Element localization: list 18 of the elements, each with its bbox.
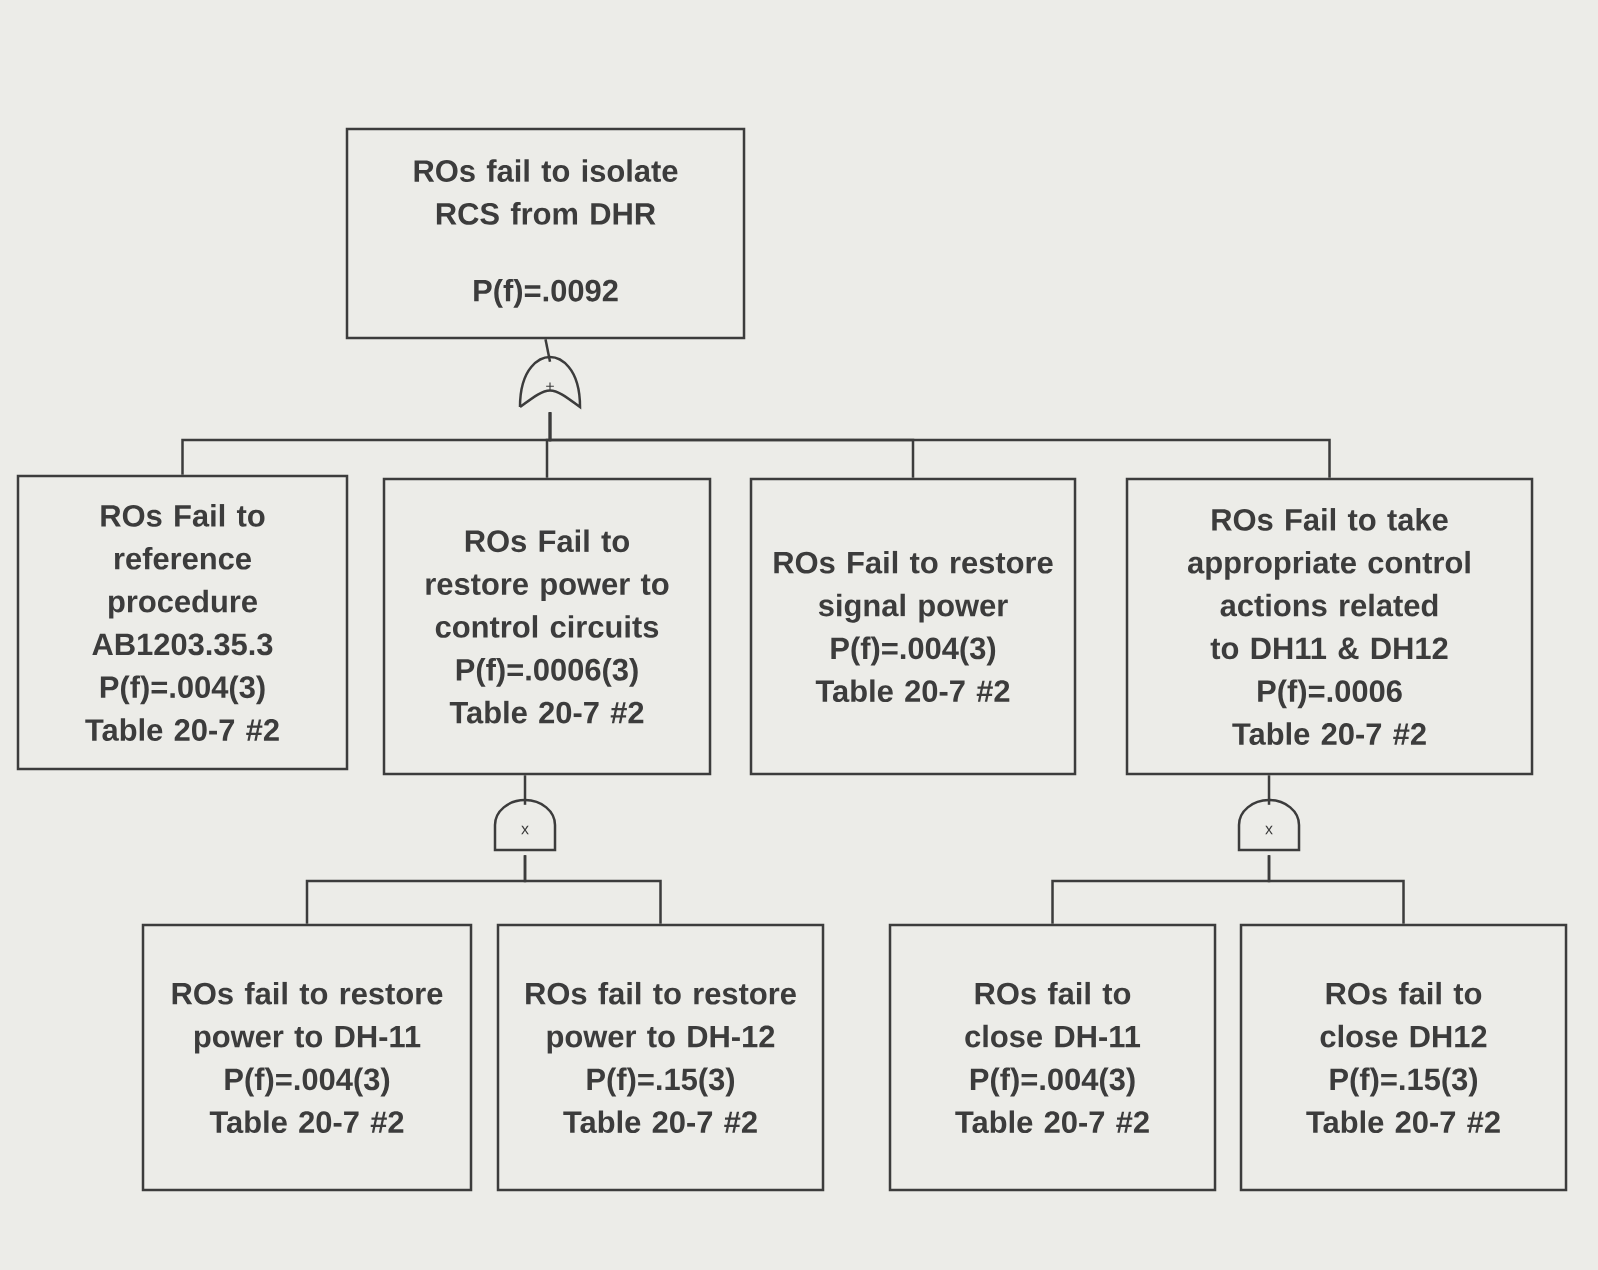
event-box: ROs Fail to reference procedure AB1203.35.3 P(f)=.004(3) Table 20-7 #2	[16, 474, 349, 771]
event-box: ROs fail to restore power to DH-12 P(f)=.15(3) Table 20-7 #2	[496, 923, 825, 1192]
event-box: ROs Fail to take appropriate control actions related to DH11 & DH12 P(f)=.0006 Table 20-7 #2	[1125, 477, 1534, 776]
connector-line	[1267, 775, 1271, 805]
event-box: ROs Fail to restore power to control circuits P(f)=.0006(3) Table 20-7 #2	[382, 477, 712, 776]
connector-line	[1267, 855, 1405, 924]
and-gate: x	[493, 798, 557, 852]
connector-line	[523, 855, 662, 924]
connector-line	[548, 412, 1331, 478]
connector-line	[523, 775, 527, 805]
event-box: ROs fail to close DH-11 P(f)=.004(3) Table 20-7 #2	[888, 923, 1217, 1192]
event-box: ROs Fail to restore signal power P(f)=.004(3) Table 20-7 #2	[749, 477, 1077, 776]
event-box: ROs fail to close DH12 P(f)=.15(3) Table 20-7 #2	[1239, 923, 1568, 1192]
and-gate: x	[1237, 798, 1301, 852]
connector-line	[544, 339, 552, 363]
or-gate: +	[518, 355, 582, 409]
event-box: ROs fail to restore power to DH-11 P(f)=.004(3) Table 20-7 #2	[141, 923, 473, 1192]
event-box: ROs fail to isolate RCS from DHR P(f)=.0092	[345, 127, 746, 340]
